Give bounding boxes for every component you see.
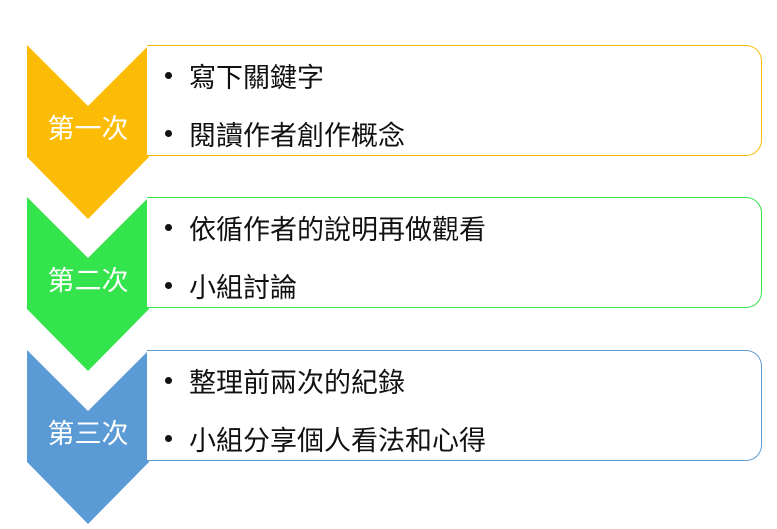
bullet-text: 依循作者的說明再做觀看 — [189, 215, 486, 246]
bullet-item: 整理前兩次的紀錄 — [165, 358, 486, 403]
bullet-dot-icon — [165, 435, 172, 442]
step-3-chevron-fill — [27, 350, 149, 524]
step-2-chevron-fill — [27, 197, 149, 371]
step-2-bullet-list: 依循作者的說明再做觀看 小組討論 — [165, 205, 486, 321]
step-2: 第二次 依循作者的說明再做觀看 小組討論 — [0, 197, 777, 372]
bullet-dot-icon — [165, 377, 172, 384]
chevron-shape — [27, 45, 149, 219]
bullet-text: 閱讀作者創作概念 — [189, 121, 405, 152]
step-2-label: 第二次 — [47, 266, 129, 297]
step-1-label: 第一次 — [47, 114, 129, 145]
step-1-box: 寫下關鍵字 閱讀作者創作概念 — [147, 45, 762, 156]
step-3-label: 第三次 — [47, 419, 129, 450]
bullet-dot-icon — [165, 282, 172, 289]
bullet-dot-icon — [165, 130, 172, 137]
step-1-bullet-list: 寫下關鍵字 閱讀作者創作概念 — [165, 53, 405, 169]
chevron-shape — [27, 350, 149, 524]
chevron-shape — [27, 197, 149, 371]
bullet-text: 整理前兩次的紀錄 — [189, 368, 405, 399]
bullet-text: 寫下關鍵字 — [189, 63, 324, 94]
bullet-item: 依循作者的說明再做觀看 — [165, 205, 486, 250]
bullet-item: 寫下關鍵字 — [165, 53, 405, 98]
step-1-chevron — [27, 45, 149, 219]
bullet-text: 小組分享個人看法和心得 — [189, 426, 486, 457]
bullet-item: 小組分享個人看法和心得 — [165, 416, 486, 461]
step-1-chevron-fill — [27, 45, 149, 219]
step-2-chevron — [27, 197, 149, 371]
step-2-box: 依循作者的說明再做觀看 小組討論 — [147, 197, 762, 308]
step-3-bullet-list: 整理前兩次的紀錄 小組分享個人看法和心得 — [165, 358, 486, 474]
bullet-dot-icon — [165, 72, 172, 79]
step-1: 第一次 寫下關鍵字 閱讀作者創作概念 — [0, 45, 777, 220]
step-3: 第三次 整理前兩次的紀錄 小組分享個人看法和心得 — [0, 350, 777, 525]
step-3-box: 整理前兩次的紀錄 小組分享個人看法和心得 — [147, 350, 762, 461]
bullet-text: 小組討論 — [189, 273, 297, 304]
step-3-chevron — [27, 350, 149, 524]
bullet-item: 閱讀作者創作概念 — [165, 111, 405, 156]
bullet-dot-icon — [165, 224, 172, 231]
bullet-item: 小組討論 — [165, 263, 486, 308]
